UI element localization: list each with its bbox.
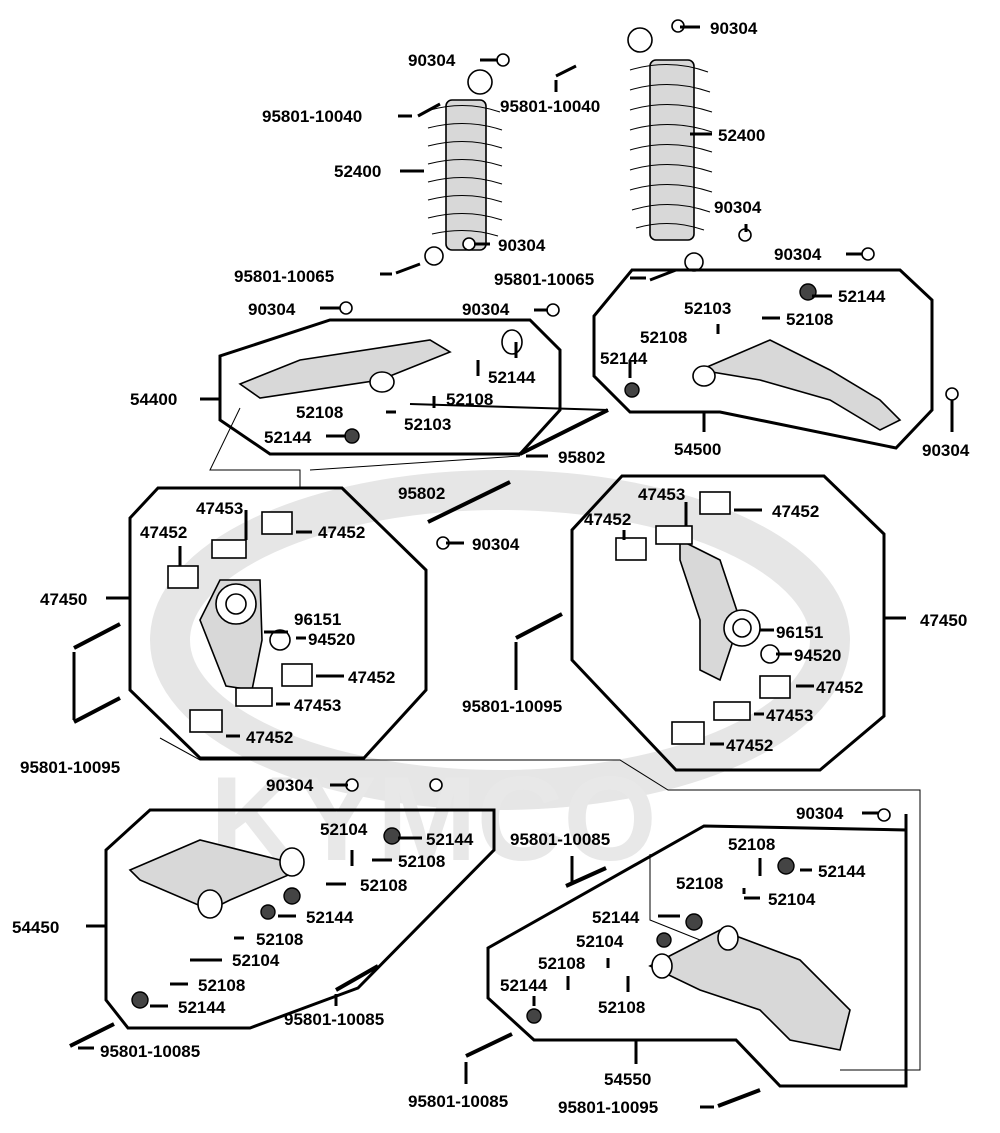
part-label: 52103	[404, 415, 451, 434]
frame-54450	[104, 808, 496, 1030]
part-label: 95801-10040	[262, 107, 362, 126]
part-label: 95801-10095	[20, 758, 120, 777]
part-label: 52400	[718, 126, 765, 145]
part-label: 54400	[130, 390, 177, 409]
part-label: 52144	[178, 998, 226, 1017]
part-label: 96151	[776, 623, 823, 642]
part-label: 47453	[294, 696, 341, 715]
part-label: 94520	[308, 630, 355, 649]
part-label: 96151	[294, 610, 341, 629]
part-label: 52400	[334, 162, 381, 181]
frame-47450-right	[570, 474, 886, 772]
part-label: 52144	[592, 908, 640, 927]
part-label: 90304	[472, 535, 520, 554]
part-label: 47452	[584, 510, 631, 529]
part-label: 47450	[40, 590, 87, 609]
part-label: 52144	[488, 368, 536, 387]
part-label: 47452	[140, 523, 187, 542]
part-label: 52104	[320, 820, 368, 839]
part-label: 90304	[774, 245, 822, 264]
part-label: 47452	[772, 502, 819, 521]
part-label: 95802	[558, 448, 605, 467]
part-label: 54450	[12, 918, 59, 937]
part-label: 52108	[398, 852, 445, 871]
part-label: 90304	[710, 19, 758, 38]
part-label: 95801-10095	[462, 697, 562, 716]
part-label: 47452	[348, 668, 395, 687]
part-label: 47452	[246, 728, 293, 747]
part-label: 52104	[768, 890, 816, 909]
part-label: 47453	[766, 706, 813, 725]
part-label: 52103	[684, 299, 731, 318]
part-label: 90304	[266, 776, 314, 795]
part-label: 95801-10085	[100, 1042, 200, 1061]
part-label: 52108	[360, 876, 407, 895]
part-label: 52108	[676, 874, 723, 893]
part-label: 95801-10040	[500, 97, 600, 116]
frame-47450-left	[128, 486, 428, 760]
part-label: 52144	[306, 908, 354, 927]
part-label: 52108	[296, 403, 343, 422]
part-label: 90304	[408, 51, 456, 70]
part-label: 52108	[640, 328, 687, 347]
part-label: 52144	[500, 976, 548, 995]
part-label: 52144	[426, 830, 474, 849]
part-label: 52108	[538, 954, 585, 973]
part-label: 95801-10065	[494, 270, 594, 289]
part-label: 94520	[794, 646, 841, 665]
part-label: 47452	[726, 736, 773, 755]
part-label: 52108	[256, 930, 303, 949]
part-label: 90304	[796, 804, 844, 823]
frame-54550	[486, 824, 908, 1088]
part-label: 95801-10085	[510, 830, 610, 849]
leader-lines	[72, 25, 954, 1109]
part-label: 52108	[728, 835, 775, 854]
part-label: 52108	[198, 976, 245, 995]
part-label: 52144	[818, 862, 866, 881]
part-label: 47450	[920, 611, 967, 630]
part-label: 54550	[604, 1070, 651, 1089]
part-label: 52144	[600, 349, 648, 368]
part-label: 52108	[598, 998, 645, 1017]
part-label: 52144	[264, 428, 312, 447]
part-label: 52104	[576, 932, 624, 951]
frame-54500	[592, 268, 934, 450]
part-label: 95801-10065	[234, 267, 334, 286]
part-label: 95801-10085	[284, 1010, 384, 1029]
part-labels: 90304 90304 95801-10040 95801-10040 5240…	[12, 19, 970, 1117]
part-label: 47453	[196, 499, 243, 518]
part-label: 52104	[232, 951, 280, 970]
part-label: 54500	[674, 440, 721, 459]
shock-absorber-left	[424, 69, 503, 266]
frame-54400	[218, 318, 562, 456]
part-label: 52108	[446, 390, 493, 409]
part-label: 47452	[816, 678, 863, 697]
part-label: 95801-10095	[558, 1098, 658, 1117]
part-label: 90304	[714, 198, 762, 217]
part-label: 90304	[922, 441, 970, 460]
part-label: 52144	[838, 287, 886, 306]
part-label: 90304	[462, 300, 510, 319]
part-label: 47452	[318, 523, 365, 542]
part-label: 95802	[398, 484, 445, 503]
part-label: 90304	[498, 236, 546, 255]
part-label: 47453	[638, 485, 685, 504]
part-label: 95801-10085	[408, 1092, 508, 1111]
shock-absorber-right	[627, 27, 713, 272]
part-label: 52108	[786, 310, 833, 329]
part-label: 90304	[248, 300, 296, 319]
